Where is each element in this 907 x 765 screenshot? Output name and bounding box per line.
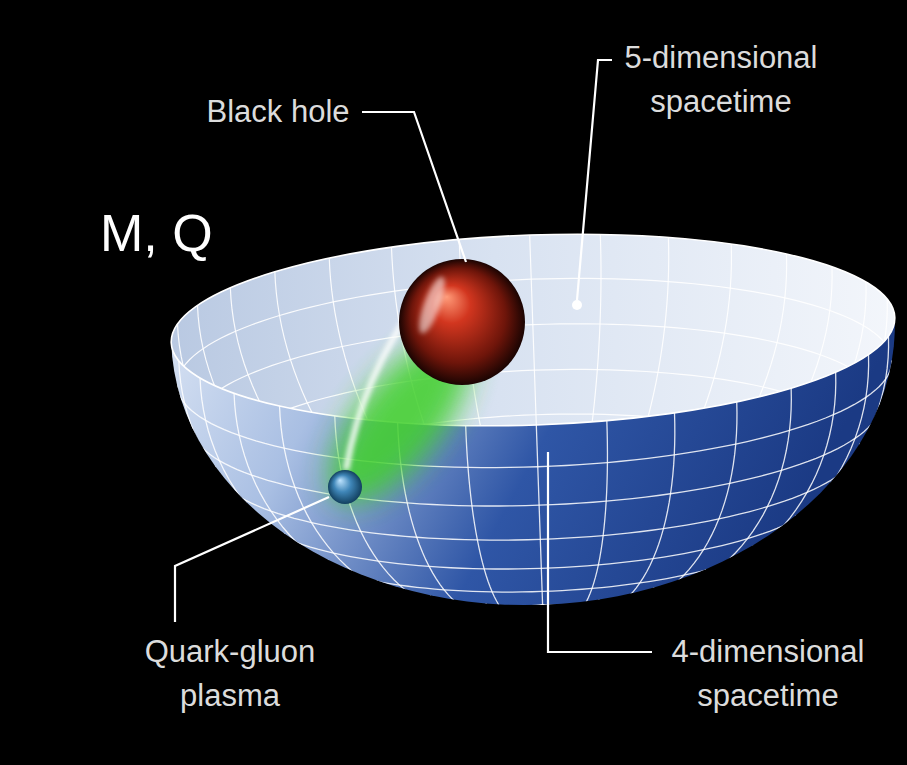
bowl-outer-wall bbox=[168, 222, 904, 617]
grid-line bbox=[530, 235, 543, 605]
leader-line bbox=[548, 452, 652, 652]
part-label: Quark-gluon plasma bbox=[118, 630, 342, 718]
grid-line bbox=[486, 599, 600, 618]
grid-line bbox=[377, 569, 707, 624]
bowl bbox=[168, 222, 905, 633]
grid-line bbox=[532, 299, 897, 605]
inner-grid bbox=[172, 223, 900, 618]
leader-lines bbox=[175, 60, 652, 652]
leader-line bbox=[175, 497, 329, 622]
leader-dot bbox=[572, 300, 582, 310]
grid-line bbox=[429, 558, 654, 595]
grid-line bbox=[326, 489, 753, 560]
grid-line bbox=[466, 423, 543, 623]
leader-line bbox=[577, 60, 612, 300]
region-label: 5-dimensional spacetime bbox=[605, 36, 837, 124]
grid-line bbox=[430, 587, 655, 624]
grid-line bbox=[531, 267, 843, 605]
black-hole-sphere bbox=[399, 259, 525, 385]
grid-line bbox=[215, 444, 863, 551]
parameter-label: M, Q bbox=[100, 196, 270, 270]
grid-line bbox=[536, 413, 681, 619]
grid-line bbox=[485, 585, 599, 604]
plasma-ball bbox=[328, 470, 362, 504]
black-hole-highlight bbox=[414, 274, 450, 336]
grid-line bbox=[376, 526, 706, 581]
bowl-rim bbox=[168, 222, 898, 437]
grid-line bbox=[531, 254, 799, 605]
grid-line bbox=[284, 515, 798, 600]
grid-line bbox=[174, 267, 892, 386]
region-label: 4-dimensional spacetime bbox=[652, 630, 884, 718]
leader-line bbox=[362, 112, 466, 262]
grid-line bbox=[328, 545, 755, 616]
part-label: Black hole bbox=[190, 90, 366, 134]
grid-line bbox=[530, 234, 613, 604]
